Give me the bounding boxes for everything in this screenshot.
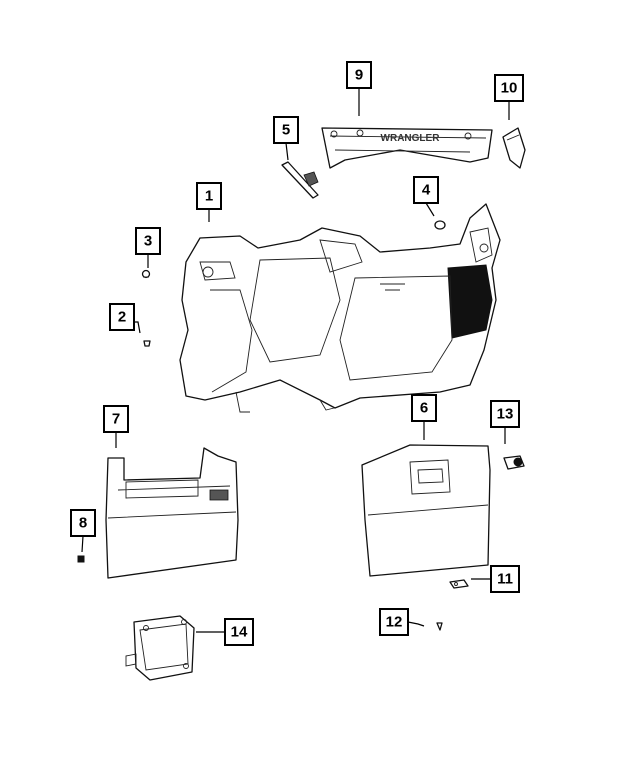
callout-13-label: 13: [497, 406, 514, 423]
callout-11-label: 11: [497, 571, 513, 588]
part-13-switch: [503, 455, 525, 470]
callout-6-label: 6: [420, 400, 428, 417]
callout-7-label: 7: [112, 411, 120, 428]
callout-4-label: 4: [422, 182, 431, 199]
callout-8: 8: [70, 509, 96, 537]
callout-4: 4: [413, 176, 439, 204]
callout-12-label: 12: [386, 614, 403, 631]
leader-lines: [81, 88, 510, 633]
callout-1: 1: [196, 182, 222, 210]
callout-5-label: 5: [282, 122, 290, 139]
part-9-upper-trim-bezel: WRANGLER: [321, 127, 493, 169]
wrangler-lettering: WRANGLER: [381, 133, 441, 144]
part-10-end-cap: [502, 127, 526, 169]
callout-9: 9: [346, 61, 372, 89]
callout-2: 2: [109, 303, 135, 331]
part-12-screw: [436, 622, 443, 631]
callout-11: 11: [490, 565, 520, 593]
part-5-vent-strip: [281, 161, 319, 199]
part-14-control-module: [125, 615, 195, 681]
callout-7: 7: [103, 405, 129, 433]
callout-14: 14: [224, 618, 254, 646]
callout-14-label: 14: [231, 624, 248, 641]
part-11-latch: [449, 579, 469, 589]
part-7-lower-panel: [105, 447, 239, 579]
callout-9-label: 9: [355, 67, 363, 84]
callout-5: 5: [273, 116, 299, 144]
callout-3-label: 3: [144, 233, 152, 250]
part-6-glove-box-door: [361, 444, 491, 577]
part-4-clip: [434, 220, 446, 230]
callout-12: 12: [379, 608, 409, 636]
callout-2-label: 2: [118, 309, 126, 326]
callout-13: 13: [490, 400, 520, 428]
part-8-clip: [77, 555, 85, 563]
part-1-instrument-panel: [179, 203, 501, 413]
callout-1-label: 1: [205, 188, 213, 205]
callout-8-label: 8: [79, 515, 87, 532]
part-3-fastener: [141, 269, 151, 279]
part-2-fastener: [143, 340, 151, 347]
callout-10: 10: [494, 74, 524, 102]
callout-10-label: 10: [501, 80, 518, 97]
callout-6: 6: [411, 394, 437, 422]
callout-3: 3: [135, 227, 161, 255]
